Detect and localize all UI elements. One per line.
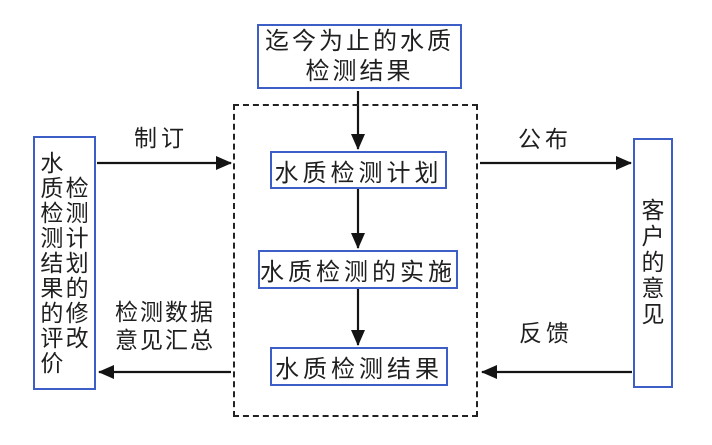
plan-box: 水质检测计划 <box>270 151 447 189</box>
customer-opinion-box: 客户的意见 <box>633 138 673 388</box>
results-box: 水质检测结果 <box>270 347 448 386</box>
history-results-line2: 检测结果 <box>305 58 414 85</box>
process-container <box>233 104 478 417</box>
history-results-box: 迄今为止的水质 检测结果 <box>257 24 462 89</box>
publish-label: 公布 <box>518 127 572 152</box>
data-summary-label: 检测数据 意见汇总 <box>102 299 228 355</box>
formulate-label: 制订 <box>134 126 188 151</box>
evaluation-revision-box: 水质检测结果的评价 检测计划的修改 <box>33 136 96 390</box>
evaluation-column: 水质检测结果的评价 <box>40 150 64 376</box>
data-summary-line2: 意见汇总 <box>115 328 215 353</box>
data-summary-line1: 检测数据 <box>115 300 215 325</box>
revision-column: 检测计划的修改 <box>65 175 89 351</box>
history-results-line1: 迄今为止的水质 <box>265 28 454 55</box>
implementation-box: 水质检测的实施 <box>258 250 458 289</box>
customer-opinion-text: 客户的意见 <box>641 198 665 327</box>
feedback-label: 反馈 <box>519 321 573 346</box>
